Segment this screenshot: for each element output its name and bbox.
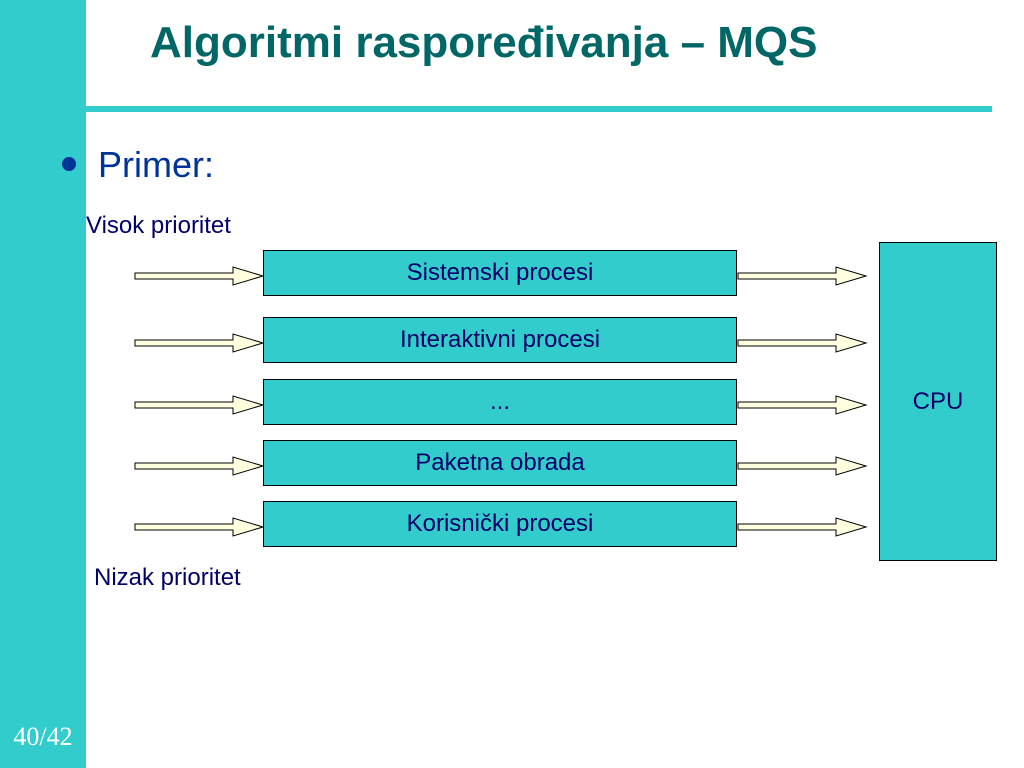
queue-interaktivni-procesi: Interaktivni procesi (263, 317, 737, 363)
queue-paketna-obrada: Paketna obrada (263, 440, 737, 486)
queue-ellipsis: ... (263, 379, 737, 425)
outgoing-arrow-icon (737, 517, 868, 537)
outgoing-arrow-icon (737, 395, 868, 415)
outgoing-arrow-icon (737, 333, 868, 353)
cpu-label: CPU (912, 387, 964, 415)
incoming-arrow-icon (134, 333, 265, 353)
queue-sistemski-procesi: Sistemski procesi (263, 250, 737, 296)
outgoing-arrow-icon (737, 456, 868, 476)
queue-korisnicki-procesi: Korisnički procesi (263, 501, 737, 547)
incoming-arrow-icon (134, 456, 265, 476)
incoming-arrow-icon (134, 266, 265, 286)
incoming-arrow-icon (134, 395, 265, 415)
bullet-text: Primer: (98, 144, 214, 185)
low-priority-label: Nizak prioritet (94, 564, 241, 591)
title-divider (86, 106, 992, 112)
outgoing-arrow-icon (737, 266, 868, 286)
bullet-dot-icon (62, 157, 76, 171)
slide-title: Algoritmi raspoređivanja – MQS (150, 18, 818, 67)
high-priority-label: Visok prioritet (86, 212, 231, 239)
cpu-box: CPU (879, 242, 997, 561)
sidebar (0, 0, 86, 768)
page-number: 40/42 (13, 722, 73, 751)
incoming-arrow-icon (134, 517, 265, 537)
